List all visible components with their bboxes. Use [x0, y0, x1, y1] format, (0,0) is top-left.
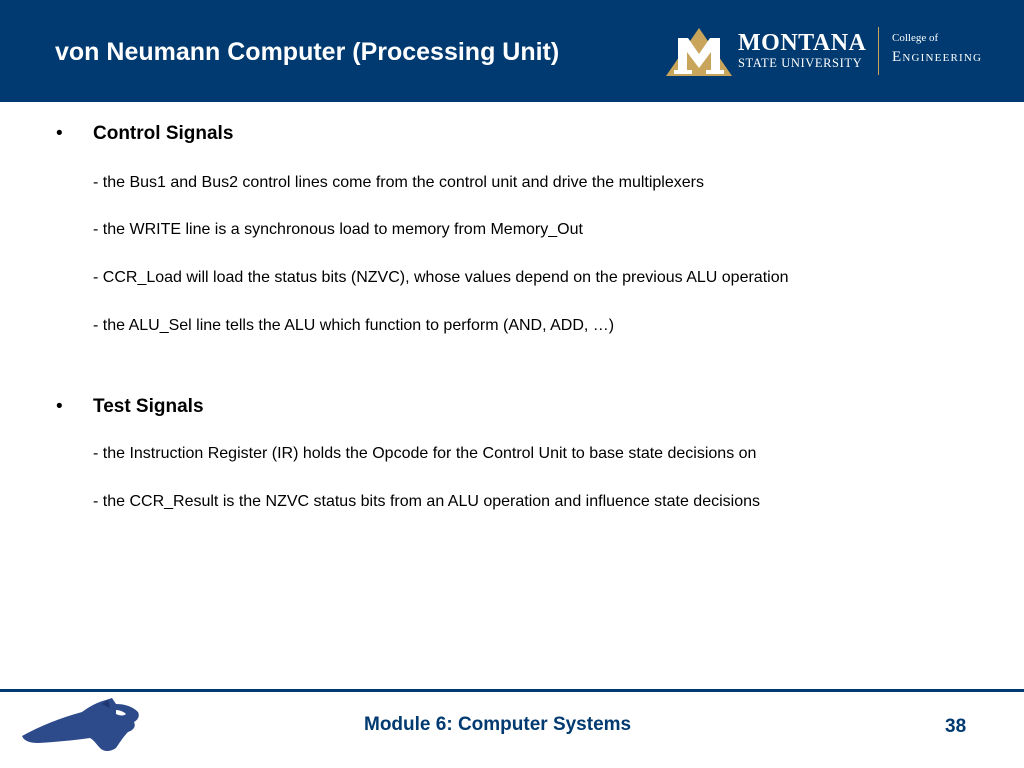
bullet-marker: •: [56, 123, 63, 144]
control-signal-line: - the Bus1 and Bus2 control lines come f…: [93, 174, 704, 191]
logo-montana-text: MONTANA: [738, 30, 867, 56]
control-signal-line: - the WRITE line is a synchronous load t…: [93, 221, 583, 238]
logo-college-of-text: College of: [892, 32, 939, 44]
page-number: 38: [945, 716, 967, 737]
test-signal-line: - the Instruction Register (IR) holds th…: [93, 445, 757, 462]
test-signal-line: - the CCR_Result is the NZVC status bits…: [93, 493, 760, 510]
montana-m-logo-icon: [666, 28, 732, 76]
section-heading: Test Signals: [93, 396, 204, 417]
slide-header: von Neumann Computer (Processing Unit) M…: [0, 0, 1024, 102]
logo-engineering-text: Engineering: [892, 49, 983, 65]
logo-divider: [878, 27, 879, 75]
control-signal-line: - CCR_Load will load the status bits (NZ…: [93, 269, 789, 286]
footer-module-title: Module 6: Computer Systems: [364, 714, 632, 735]
footer-rule: [0, 689, 1024, 692]
section-heading: Control Signals: [93, 123, 234, 144]
section-control-signals: • Control Signals: [0, 120, 1024, 148]
control-signal-line: - the ALU_Sel line tells the ALU which f…: [93, 317, 615, 334]
bobcat-head-icon: [22, 698, 139, 751]
university-logo: MONTANA STATE UNIVERSITY College of Engi…: [664, 22, 1014, 80]
slide-title: von Neumann Computer (Processing Unit): [55, 38, 560, 66]
logo-state-university-text: STATE UNIVERSITY: [738, 56, 863, 70]
bullet-marker: •: [56, 396, 63, 417]
section-test-signals: • Test Signals: [0, 393, 1024, 421]
